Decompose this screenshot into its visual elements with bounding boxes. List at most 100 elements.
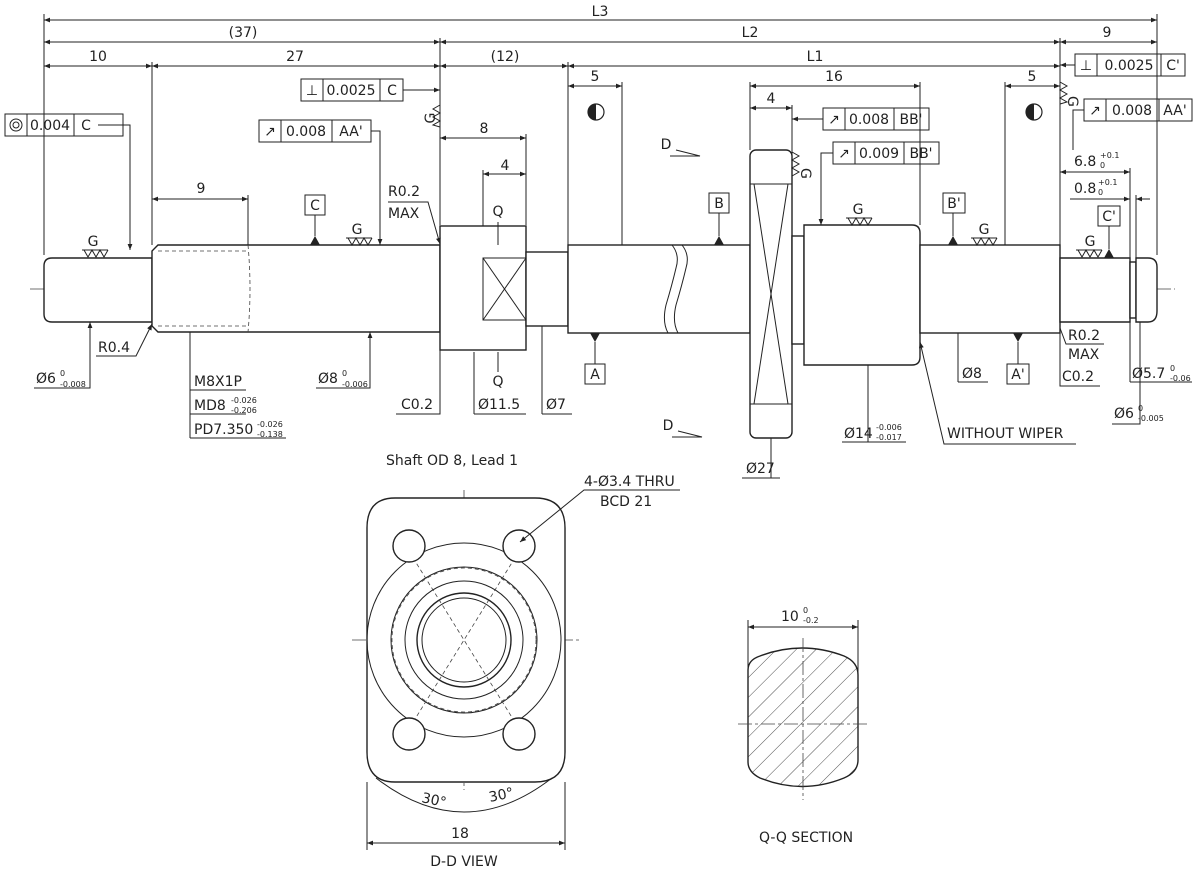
datum-b: B xyxy=(714,196,724,212)
g-mark-5: G xyxy=(1085,234,1096,250)
pd-tol-upper: -0.026 xyxy=(257,420,283,429)
gdt-runout1-symbol: ↗ xyxy=(264,124,276,140)
dim-4b: 4 xyxy=(501,158,510,174)
gdt-perp-symbol: ⊥ xyxy=(306,83,318,99)
dim-4a: 4 xyxy=(767,91,776,107)
dia14-tol-lower: -0.017 xyxy=(876,433,902,442)
dia57-label: Ø5.7 xyxy=(1132,366,1165,382)
gdt-runout2-ref: BB' xyxy=(899,112,922,128)
dia6-right-tol-upper: 0 xyxy=(1138,404,1143,413)
dia8-left-tol-upper: 0 xyxy=(342,369,347,378)
pd-tol-lower: -0.138 xyxy=(257,430,283,439)
callouts: R0.2 MAX R0.4 Ø6 0 -0.008 M8X1P MD8 -0.0… xyxy=(34,151,1192,479)
pd-label: PD7.350 xyxy=(194,422,253,438)
gdt-runout2-value: 0.008 xyxy=(849,112,889,128)
dim-8: 8 xyxy=(480,121,489,137)
gdt-runout1-value: 0.008 xyxy=(286,124,326,140)
dim-18: 18 xyxy=(451,826,469,842)
g-mark-2: G xyxy=(352,222,363,238)
dim-10q: 10 xyxy=(781,609,799,625)
bolt-hole-2 xyxy=(502,529,536,563)
dim-10: 10 xyxy=(89,49,107,65)
datum-c: C xyxy=(310,198,320,214)
md8-tol-upper: -0.026 xyxy=(231,396,257,405)
dia6-tol-upper: 0 xyxy=(60,369,65,378)
angle-left: 30° xyxy=(420,790,448,811)
c02-left: C0.2 xyxy=(401,397,433,413)
g-mark-1: G xyxy=(88,234,99,250)
without-wiper-label: WITHOUT WIPER xyxy=(947,426,1064,442)
left-journal xyxy=(43,257,153,323)
r02max-left-line1: R0.2 xyxy=(388,184,420,200)
gdt-runout1-ref: AA' xyxy=(339,124,362,140)
gdt-runout3-ref: BB' xyxy=(909,146,932,162)
gdt-perp2-value: 0.0025 xyxy=(1105,58,1154,74)
g-mark-4: G xyxy=(979,222,990,238)
section-d-bottom: D xyxy=(663,418,674,434)
d08-tol-upper: +0.1 xyxy=(1098,178,1117,187)
d68-tol-upper: +0.1 xyxy=(1100,151,1119,160)
r02max-left-line2: MAX xyxy=(388,206,420,222)
gdt-perp-value: 0.0025 xyxy=(327,83,376,99)
datum-c-prime: C' xyxy=(1102,209,1116,225)
gdt-runout3-symbol: ↗ xyxy=(838,146,850,162)
dim-10q-tol-lower: -0.2 xyxy=(803,616,819,625)
section-q-top: Q xyxy=(492,204,503,220)
section-q-bottom: Q xyxy=(492,374,503,390)
section-d-top: D xyxy=(661,137,672,153)
dia6-tol-lower: -0.008 xyxy=(60,380,86,389)
d68-label: 6.8 xyxy=(1074,154,1096,170)
bolt-hole-4 xyxy=(502,717,536,751)
bolt-hole-1 xyxy=(392,529,426,563)
g-mark-7: G xyxy=(797,168,813,179)
dim-10q-tol-upper: 0 xyxy=(803,606,808,615)
dia57-tol-lower: -0.06 xyxy=(1170,374,1191,383)
section-markers: D D Q Q xyxy=(492,137,703,438)
thru-label: 4-Ø3.4 THRU xyxy=(584,474,675,490)
dia6-right: Ø6 xyxy=(1114,406,1134,422)
dia27-label: Ø27 xyxy=(746,461,775,477)
gdt-runout3-value: 0.009 xyxy=(859,146,899,162)
nut-body xyxy=(803,224,921,366)
g-mark-8: G xyxy=(1064,96,1080,107)
gdt-runout2-symbol: ↗ xyxy=(828,112,840,128)
md8-label: MD8 xyxy=(194,398,226,414)
g-mark-3: G xyxy=(853,202,864,218)
r02-right-line1: R0.2 xyxy=(1068,328,1100,344)
dia14-label: Ø14 xyxy=(844,426,873,442)
surface-finish-marks: G G G G G G G G xyxy=(82,80,1103,259)
datum-a: A xyxy=(590,367,600,383)
dd-view: 30° 30° 18 D-D VIEW 4-Ø3.4 THRU BCD 21 xyxy=(352,474,680,870)
dia8-left-tol-lower: -0.006 xyxy=(342,380,368,389)
dia14-tol-upper: -0.006 xyxy=(876,423,902,432)
gdt-conc-value: 0.004 xyxy=(30,118,70,134)
c02-right: C0.2 xyxy=(1062,369,1094,385)
bcd-label: BCD 21 xyxy=(600,494,652,510)
top-dimensions: L3 (37) L2 9 10 27 (12) L1 5 16 5 4 xyxy=(43,4,1158,255)
dim-9-right: 9 xyxy=(1103,25,1112,41)
dim-5a: 5 xyxy=(591,69,600,85)
bolt-hole-3 xyxy=(392,717,426,751)
d08-label: 0.8 xyxy=(1074,181,1096,197)
qq-section-title: Q-Q SECTION xyxy=(759,830,853,846)
angle-right: 30° xyxy=(488,785,516,806)
datum-markers: C B B' C' A A' xyxy=(304,192,1121,385)
dim-l2: L2 xyxy=(742,25,759,41)
dd-view-title: D-D VIEW xyxy=(430,854,498,870)
dim-37: (37) xyxy=(229,25,258,41)
flange-outline xyxy=(366,497,566,783)
dim-27: 27 xyxy=(286,49,304,65)
dim-l3: L3 xyxy=(592,4,609,20)
neck xyxy=(525,251,569,327)
r04-label: R0.4 xyxy=(98,340,130,356)
md8-tol-lower: -0.206 xyxy=(231,406,257,415)
gdt-perp-ref: C xyxy=(387,83,397,99)
gdt-runout4-symbol: ↗ xyxy=(1089,103,1101,119)
dia7-label: Ø7 xyxy=(546,397,566,413)
right-shaft xyxy=(919,244,1061,334)
ball-screw-shaft xyxy=(30,149,1175,439)
dim-5b: 5 xyxy=(1028,69,1037,85)
d08-tol-lower: 0 xyxy=(1098,188,1103,197)
dim-12: (12) xyxy=(491,49,520,65)
